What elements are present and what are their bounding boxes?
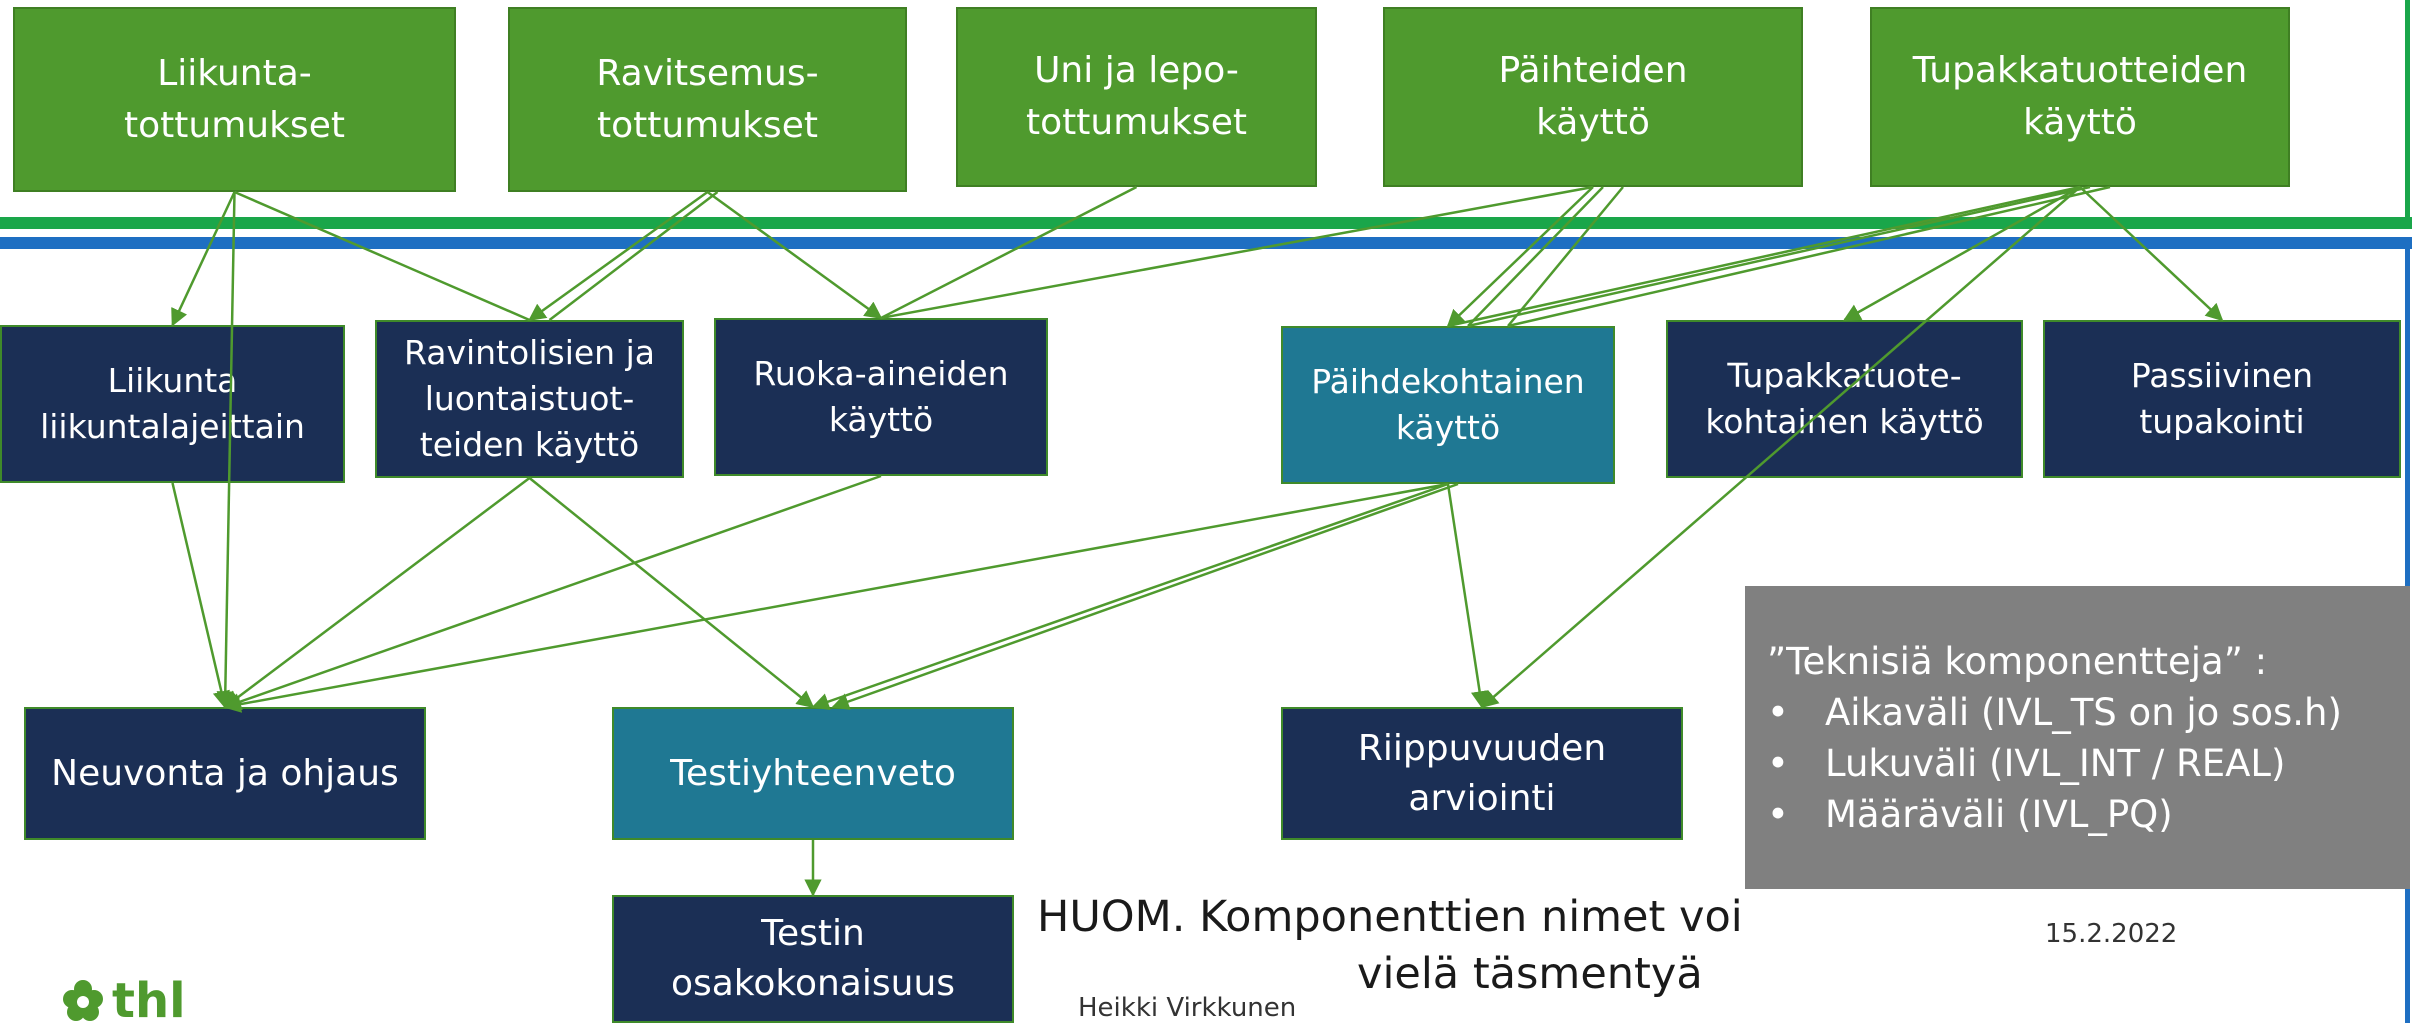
edge-paihdekohtainen-to-neuvonta [223,482,1449,713]
component-ruoka-aineiden-kaytto: Ruoka-aineiden käyttö [714,318,1048,476]
outcome-testiyhteenveto: Testiyhteenveto [612,707,1014,840]
edge-paihteet-to-paihdekohtainen [1507,186,1624,327]
edge-ravintolisat-to-testiyhteenveto [528,477,815,709]
edge-ravitsemus-to-ravintolisat [548,191,719,321]
edge-ruoka-to-neuvonta [223,474,882,711]
edge-paihdekohtainen-to-testiyhteenveto [811,482,1449,711]
edge-tupakka-to-tupakkatuote [1842,185,2081,322]
edge-ravitsemus-to-ravintolisat [528,190,709,322]
flower-icon [63,979,103,1021]
category-ravitsemustottumukset: Ravitsemus- tottumukset [508,7,907,192]
blue-separator-band [0,237,2412,249]
edge-paihteet-to-paihdekohtainen [1446,186,1594,328]
edge-liikunta-to-ravintolisat [234,190,530,322]
component-ravintolisien-kaytto: Ravintolisien ja luontaistuot- teiden kä… [375,320,684,478]
outcome-riippuvuuden-arviointi: Riippuvuuden arviointi [1281,707,1683,840]
edge-tupakka-to-paihdekohtainen [1507,185,2111,328]
edge-paihdekohtainen-to-riippuvuus [1446,483,1489,709]
technical-components-heading: ”Teknisiä komponentteja” : [1767,640,2268,683]
note-line-1: HUOM. Komponenttien nimet voi [1037,892,1743,942]
edge-paihteet-to-paihdekohtainen [1467,186,1604,327]
technical-item-maaravali: Määräväli (IVL_PQ) [1767,789,2410,840]
outcome-neuvonta-ja-ohjaus: Neuvonta ja ohjaus [24,707,426,840]
edge-uni-to-ruoka [880,185,1138,320]
footer-author: Heikki Virkkunen [1078,993,1297,1023]
technical-item-aikavali: Aikaväli (IVL_TS on jo sos.h) [1767,687,2410,738]
edge-liikunta-to-liikuntalajeittain [171,191,236,327]
edge-ravitsemus-to-ruoka [706,190,883,320]
component-liikunta-liikuntalajeittain: Liikunta liikuntalajeittain [0,325,345,483]
outcome-testin-osakokonaisuus: Testin osakokonaisuus [612,895,1014,1023]
category-uni-ja-lepotottumukset: Uni ja lepo- tottumukset [956,7,1317,187]
category-paihteiden-kaytto: Päihteiden käyttö [1383,7,1803,187]
edge-tupakka-to-passiivinen [2079,186,2224,322]
edge-paihdekohtainen-to-testiyhteenveto [831,482,1459,710]
edge-tupakka-to-paihdekohtainen [1447,185,2081,328]
footer-date: 15.2.2022 [2045,919,2178,949]
category-tupakkatuotteiden-kaytto: Tupakkatuotteiden käyttö [1870,7,2290,187]
right-green-edge [2405,0,2410,220]
component-paihdekohtainen-kaytto: Päihdekohtainen käyttö [1281,326,1615,484]
technical-components-list: Aikaväli (IVL_TS on jo sos.h) Lukuväli (… [1767,687,2410,840]
edge-liikuntalajeittain-to-neuvonta [171,482,230,709]
component-tupakkatuotekohtainen-kaytto: Tupakkatuote- kohtainen käyttö [1666,320,2023,478]
thl-logo: thl [60,972,186,1029]
logo-text: thl [112,972,186,1029]
note-line-2: vielä täsmentyä [1357,949,1703,999]
component-passiivinen-tupakointi: Passiivinen tupakointi [2043,320,2401,478]
edge-tupakka-to-paihdekohtainen [1467,185,2091,328]
technical-item-lukuvali: Lukuväli (IVL_INT / REAL) [1767,738,2410,789]
green-separator-band [0,217,2412,229]
category-liikuntatottumukset: Liikunta- tottumukset [13,7,456,192]
edge-ravintolisat-to-neuvonta [223,477,531,709]
edge-paihteet-to-ruoka [880,185,1594,320]
technical-components-panel: ”Teknisiä komponentteja” : Aikaväli (IVL… [1745,586,2410,889]
